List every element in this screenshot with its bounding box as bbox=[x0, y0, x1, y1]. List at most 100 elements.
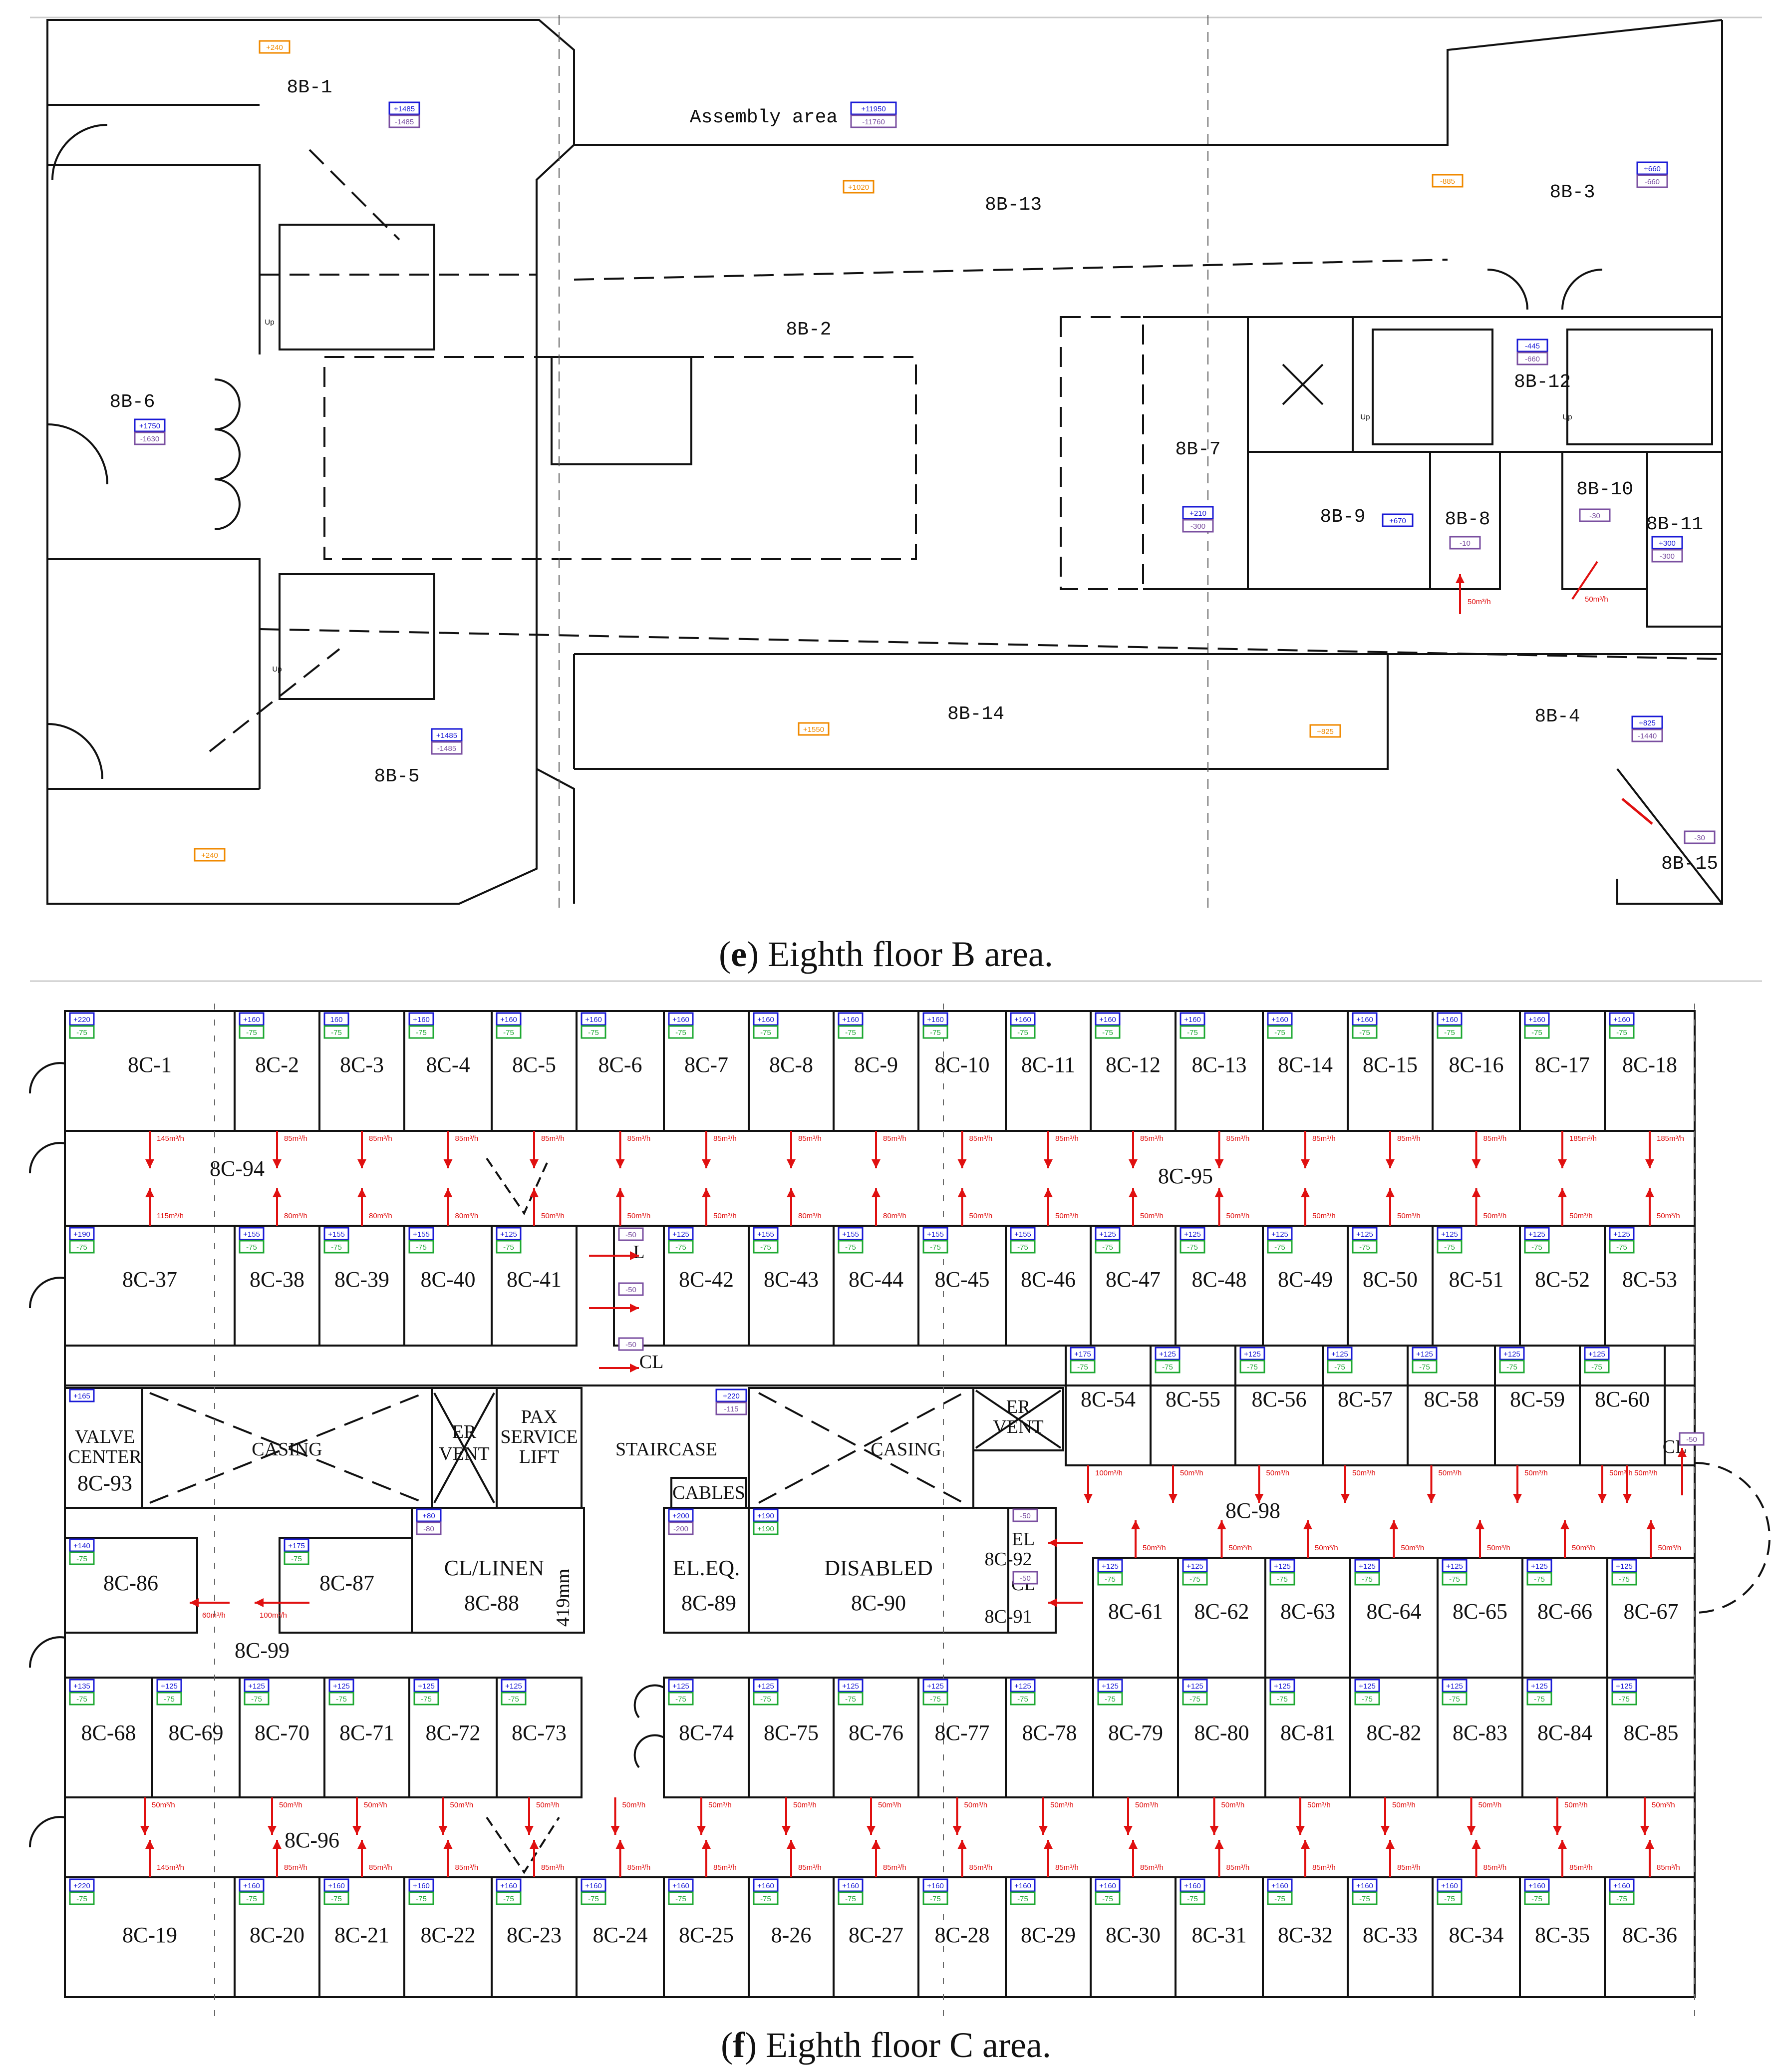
casing-right-label: CASING bbox=[871, 1439, 941, 1460]
exhaust-8C-75-box bbox=[753, 1692, 779, 1706]
room-label-8C-69: 8C-69 bbox=[169, 1721, 224, 1745]
flow-arrow-top-3-head bbox=[443, 1159, 453, 1168]
flow-arrow-cl-right-head bbox=[1678, 1448, 1687, 1457]
room-label-8C-50: 8C-50 bbox=[1363, 1267, 1418, 1292]
corridor-8B-14 bbox=[574, 653, 1389, 770]
room-label-8-26: 8-26 bbox=[771, 1923, 812, 1947]
exhaust-8C-87: -75 bbox=[291, 1555, 302, 1563]
flow-label-96b-0: 145m³/h bbox=[157, 1863, 184, 1872]
supply-8C-73: +125 bbox=[505, 1682, 522, 1691]
room-8B-11 bbox=[1646, 451, 1723, 628]
supply-8C-12: +160 bbox=[1099, 1016, 1116, 1024]
supply-8C-15-box bbox=[1352, 1012, 1378, 1026]
supply-8C-70: +125 bbox=[248, 1682, 265, 1691]
exhaust-8C-51: -75 bbox=[1444, 1243, 1455, 1252]
exhaust-8B-6: -1630 bbox=[140, 435, 159, 443]
flow-arrow-98b-6-head bbox=[1646, 1520, 1656, 1529]
corridor-label-8C-96: 8C-96 bbox=[285, 1828, 339, 1852]
exhaust-8C-61-box bbox=[1097, 1572, 1123, 1586]
supply-8C-46-box bbox=[1010, 1227, 1036, 1241]
flow-label-top-0: 145m³/h bbox=[157, 1134, 184, 1143]
supply-8C-90-box bbox=[753, 1508, 779, 1522]
exhaust-8C-15: -75 bbox=[1359, 1029, 1370, 1037]
supply-8B-9: +670 bbox=[1389, 517, 1406, 525]
supply-8C-83-box bbox=[1442, 1679, 1468, 1693]
exhaust-8C-77-box bbox=[922, 1692, 948, 1706]
room-label-8C-48: 8C-48 bbox=[1192, 1267, 1247, 1292]
supply-8B-7-box bbox=[1182, 506, 1214, 520]
supply-8C-44-box bbox=[838, 1227, 864, 1241]
exhaust-8C-33: -75 bbox=[1359, 1895, 1370, 1903]
flow-arrow-top-9-head bbox=[957, 1159, 967, 1168]
exhaust-8C-70: -75 bbox=[251, 1695, 262, 1704]
supply-8-26-box bbox=[753, 1878, 779, 1892]
flow-arrow-top-4-head bbox=[530, 1159, 539, 1168]
supply-8C-51: +125 bbox=[1441, 1230, 1458, 1239]
exhaust-8C-29: -75 bbox=[1017, 1895, 1028, 1903]
supply-8C-69: +125 bbox=[161, 1682, 178, 1691]
flow-arrow-96b-3-head bbox=[443, 1840, 453, 1849]
flow-arrow-96b-8-head bbox=[872, 1840, 881, 1849]
flow-label-96b-16: 85m³/h bbox=[1569, 1863, 1593, 1872]
supply-8C-86: +140 bbox=[73, 1542, 90, 1550]
flow-label-top-15: 85m³/h bbox=[1483, 1134, 1507, 1143]
flow-label-96b-14: 85m³/h bbox=[1397, 1863, 1421, 1872]
exhaust-8C-34: -75 bbox=[1444, 1895, 1455, 1903]
door-c-left-3 bbox=[28, 1636, 65, 1668]
exhaust-8C-55-box bbox=[1155, 1360, 1181, 1374]
supply-8C-1-box bbox=[69, 1012, 95, 1026]
supply-8C-23: +160 bbox=[500, 1882, 517, 1890]
flow-arrow-98t-5-head bbox=[1513, 1494, 1522, 1503]
exhaust-8C-7-box bbox=[668, 1025, 694, 1039]
assembly-supply-box bbox=[850, 101, 897, 115]
transfer-tag-3-box bbox=[798, 722, 830, 736]
room-label-8C-32: 8C-32 bbox=[1278, 1923, 1333, 1947]
supply-8C-47: +125 bbox=[1099, 1230, 1116, 1239]
exhaust-8C-85: -75 bbox=[1619, 1695, 1630, 1704]
room-label-8C-37: 8C-37 bbox=[122, 1267, 177, 1292]
flow-label-96b-2: 85m³/h bbox=[369, 1863, 392, 1872]
exhaust-8-26-box bbox=[753, 1891, 779, 1905]
flow-label-mid-16: 50m³/h bbox=[1569, 1212, 1593, 1220]
exhaust-8C-36: -75 bbox=[1616, 1895, 1627, 1903]
room-8B-12 bbox=[1352, 316, 1723, 453]
room-label-8B-1: 8B-1 bbox=[287, 77, 332, 98]
exhaust-8C-10: -75 bbox=[930, 1029, 941, 1037]
supply-8C-20-box bbox=[239, 1878, 265, 1892]
exhaust-8C-24-box bbox=[581, 1891, 606, 1905]
flow-label-98t-6: 50m³/h bbox=[1609, 1469, 1633, 1477]
room-label-8C-66: 8C-66 bbox=[1537, 1599, 1592, 1624]
exhaust-8B-10: -30 bbox=[1589, 512, 1600, 520]
flow-label-96b-1: 85m³/h bbox=[284, 1863, 307, 1872]
room-label-8B-12: 8B-12 bbox=[1514, 371, 1571, 393]
room-label-8C-24: 8C-24 bbox=[593, 1923, 648, 1947]
room-label-8B-8: 8B-8 bbox=[1445, 509, 1490, 530]
supply-8C-4: +160 bbox=[413, 1016, 430, 1024]
room-label-8C-30: 8C-30 bbox=[1106, 1923, 1161, 1947]
flow-label-86: 60m³/h bbox=[202, 1611, 226, 1620]
room-label-8C-31: 8C-31 bbox=[1192, 1923, 1247, 1947]
flow-label-mid-3: 80m³/h bbox=[455, 1212, 479, 1220]
exhaust-8C-47: -75 bbox=[1102, 1243, 1113, 1252]
flow-label-98t-0: 100m³/h bbox=[1095, 1469, 1123, 1477]
exhaust-8C-88-box bbox=[416, 1521, 442, 1535]
room-label-8C-10: 8C-10 bbox=[935, 1052, 990, 1077]
supply-8C-17-box bbox=[1524, 1012, 1550, 1026]
supply-8C-53-box bbox=[1609, 1227, 1635, 1241]
flow-arrow-96b-9-head bbox=[957, 1840, 967, 1849]
flow-label-top-12: 85m³/h bbox=[1226, 1134, 1250, 1143]
flow-label-96b-5: 85m³/h bbox=[627, 1863, 651, 1872]
supply-8C-48: +125 bbox=[1184, 1230, 1201, 1239]
flow-arrow-96b-11-head bbox=[1129, 1840, 1138, 1849]
flow-arrow-96t-6-head bbox=[697, 1826, 706, 1835]
flow-label-top-17: 185m³/h bbox=[1657, 1134, 1684, 1143]
flow-label-96t-9: 50m³/h bbox=[964, 1801, 988, 1809]
flow-arrow-98t-1-head bbox=[1169, 1494, 1178, 1503]
flow-arrow-96b-17-head bbox=[1645, 1840, 1654, 1849]
supply-8C-75-box bbox=[753, 1679, 779, 1693]
exhaust-8C-2-box bbox=[239, 1025, 265, 1039]
flow-label-8B-10: 50m³/h bbox=[1585, 595, 1608, 604]
supply-8C-45: +155 bbox=[927, 1230, 944, 1239]
corridor-label-8C-95: 8C-95 bbox=[1158, 1164, 1213, 1188]
